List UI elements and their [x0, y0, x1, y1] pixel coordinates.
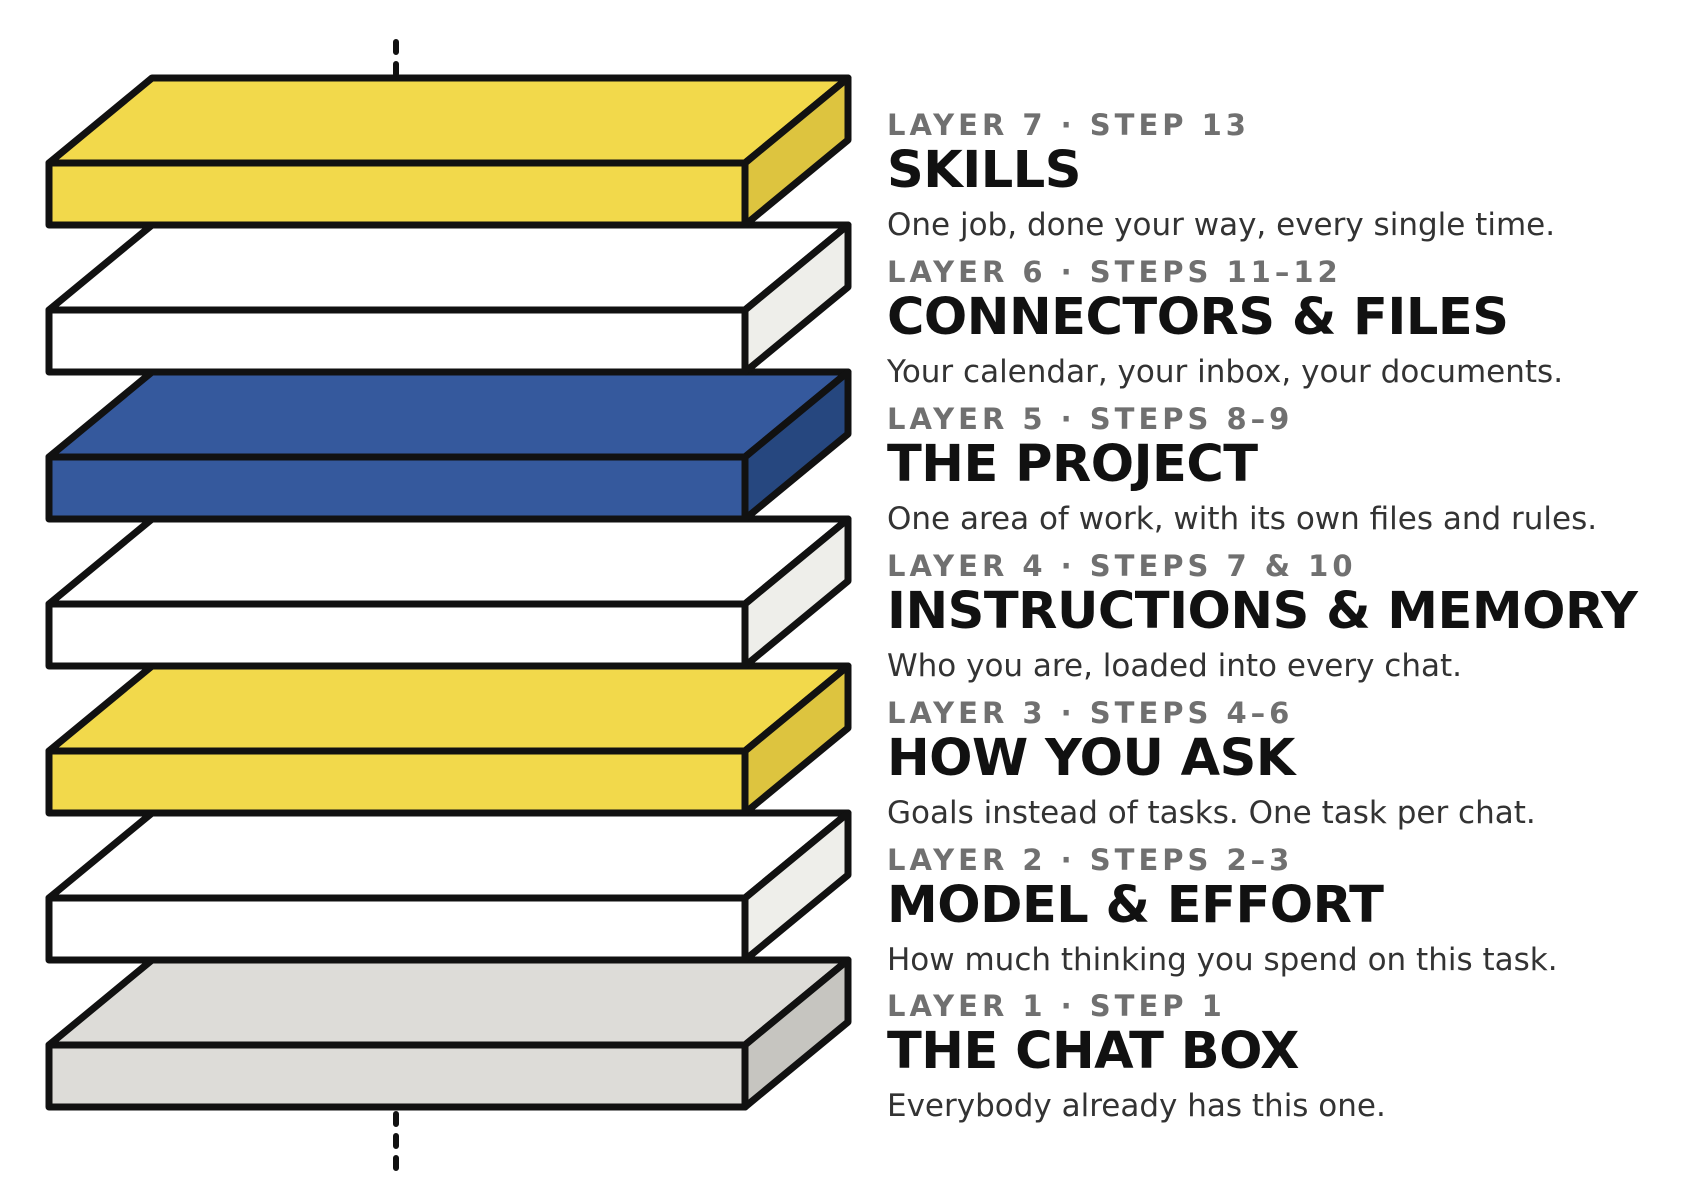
layer-7-slab: [45, 74, 852, 229]
layer-title: MODEL & EFFORT: [887, 876, 1384, 935]
slab-front-face: [45, 600, 749, 670]
layer-description: Goals instead of tasks. One task per cha…: [887, 795, 1536, 831]
slab-top-face: [45, 221, 852, 314]
layer-5-slab: [45, 368, 852, 523]
layer-kicker: LAYER 6 · STEPS 11–12: [887, 255, 1342, 289]
layer-description: One job, done your way, every single tim…: [887, 207, 1556, 243]
layer-kicker: LAYER 4 · STEPS 7 & 10: [887, 549, 1357, 583]
slab-front-face: [45, 159, 749, 229]
slab-front-face: [45, 453, 749, 523]
layer-6-slab: [45, 221, 852, 376]
slab-top-face: [45, 515, 852, 608]
layer-description: How much thinking you spend on this task…: [887, 942, 1558, 978]
layer-kicker: LAYER 1 · STEP 1: [887, 989, 1226, 1023]
layer-kicker: LAYER 5 · STEPS 8–9: [887, 402, 1294, 436]
slab-front-face: [45, 747, 749, 817]
layer-description: Everybody already has this one.: [887, 1088, 1386, 1124]
layer-title: HOW YOU ASK: [887, 729, 1295, 788]
slab-top-face: [45, 368, 852, 461]
slab-top-face: [45, 956, 852, 1049]
layer-kicker: LAYER 7 · STEP 13: [887, 108, 1250, 142]
layer-title: INSTRUCTIONS & MEMORY: [887, 582, 1638, 641]
slab-top-face: [45, 662, 852, 755]
layer-description: Your calendar, your inbox, your document…: [887, 354, 1564, 390]
layer-kicker: LAYER 3 · STEPS 4–6: [887, 696, 1294, 730]
slab-front-face: [45, 894, 749, 964]
layer-title: THE CHAT BOX: [887, 1022, 1299, 1081]
slab-front-face: [45, 1041, 749, 1111]
slab-top-face: [45, 74, 852, 167]
slab-front-face: [45, 306, 749, 376]
layer-title: CONNECTORS & FILES: [887, 288, 1509, 347]
layer-4-slab: [45, 515, 852, 670]
layer-title: THE PROJECT: [887, 435, 1258, 494]
layer-3-slab: [45, 662, 852, 817]
layer-kicker: LAYER 2 · STEPS 2–3: [887, 843, 1294, 877]
layer-title: SKILLS: [887, 141, 1081, 200]
layer-description: One area of work, with its own files and…: [887, 501, 1598, 537]
layer-2-slab: [45, 809, 852, 964]
layer-description: Who you are, loaded into every chat.: [887, 648, 1462, 684]
layer-1-slab: [45, 956, 852, 1111]
slab-top-face: [45, 809, 852, 902]
